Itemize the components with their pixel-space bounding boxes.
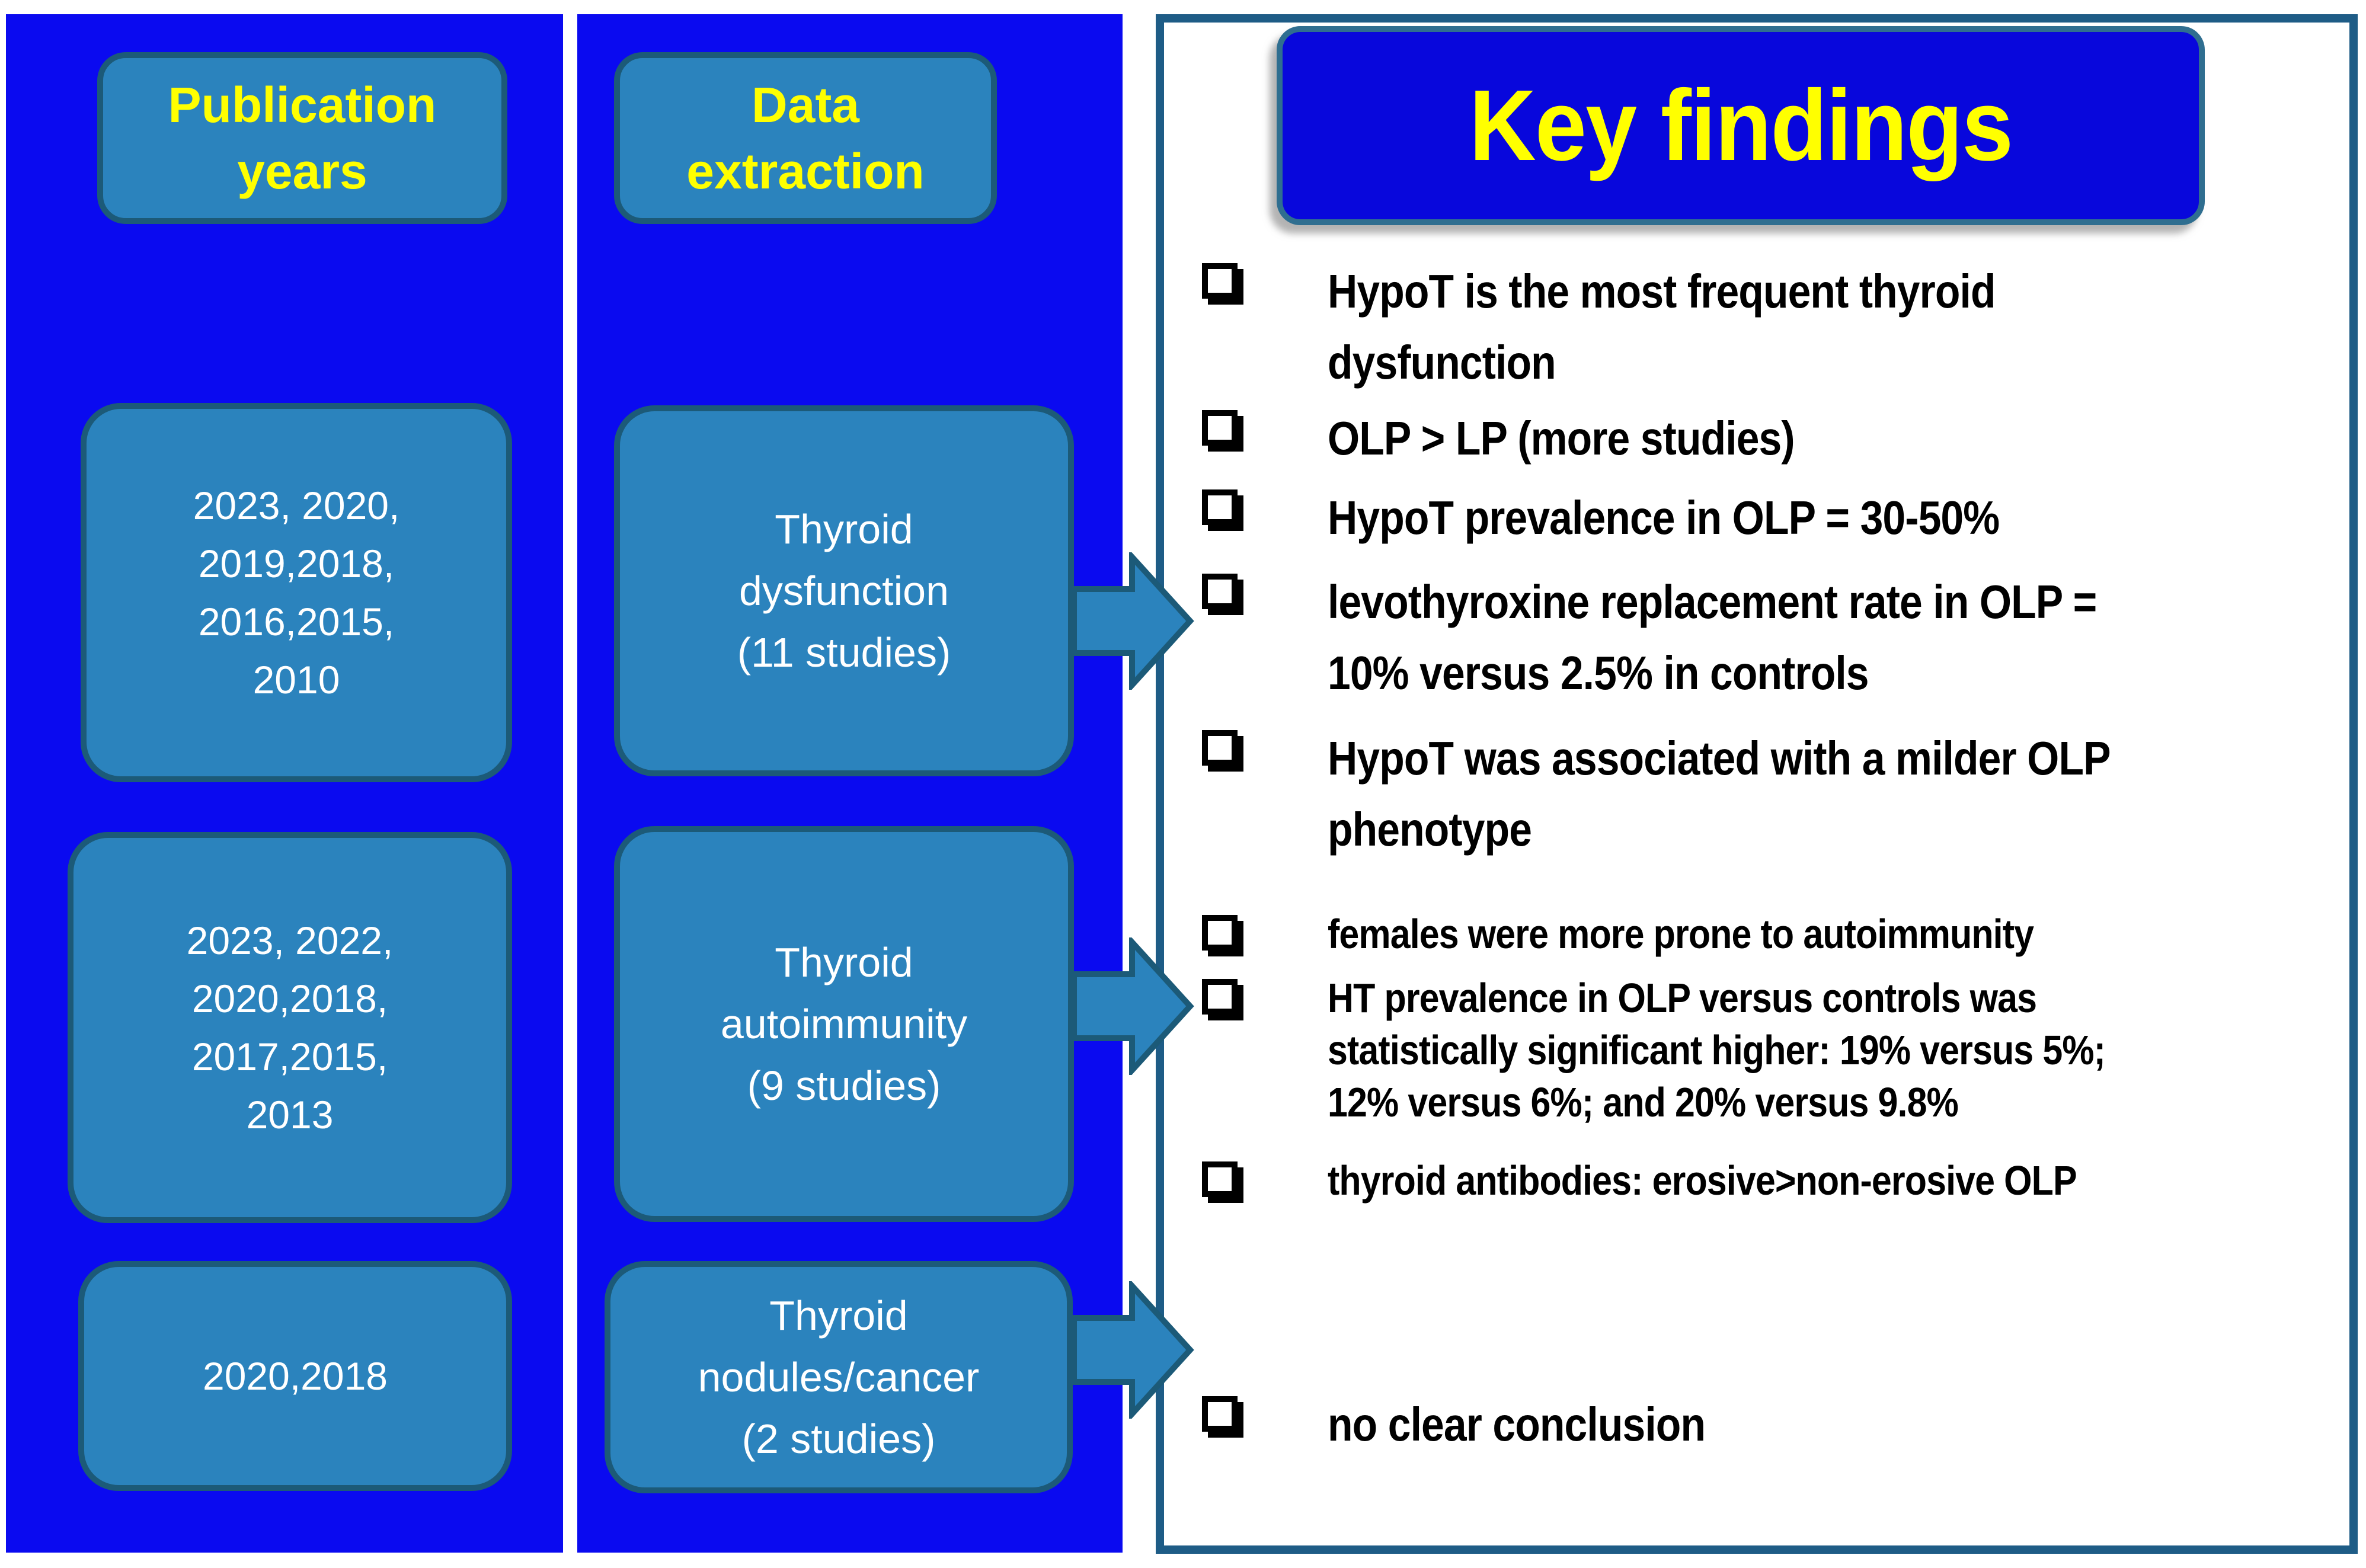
finding-item: HypoT was associated with a milder OLP p…: [1328, 732, 2111, 856]
publication-years-box-autoimmunity: 2023, 2022, 2020,2018, 2017,2015, 2013: [68, 832, 512, 1223]
finding-item: HypoT prevalence in OLP = 30-50%: [1328, 491, 2000, 544]
checkbox-bullet-icon: [1202, 489, 1238, 525]
checkbox-bullet-icon: [1202, 263, 1238, 299]
key-findings-title-box: Key findings: [1277, 26, 2205, 225]
publication-years-box-dysfunction: 2023, 2020, 2019,2018, 2016,2015, 2010: [81, 403, 512, 782]
finding-item: HypoT is the most frequent thyroid dysfu…: [1328, 265, 1996, 389]
finding-item: thyroid antibodies: erosive>non-erosive …: [1328, 1157, 2077, 1204]
right-arrow-icon: [1071, 937, 1194, 1075]
key-findings-panel: [1156, 14, 2358, 1554]
finding-item: females were more prone to autoimmunity: [1328, 911, 2034, 957]
data-extraction-box-autoimmunity: Thyroid autoimmunity (9 studies): [614, 826, 1074, 1222]
finding-item: HT prevalence in OLP versus controls was…: [1328, 975, 2106, 1125]
checkbox-bullet-icon: [1202, 1161, 1238, 1197]
publication-years-box-nodules: 2020,2018: [78, 1261, 512, 1491]
finding-item: no clear conclusion: [1328, 1398, 1706, 1451]
finding-item: OLP > LP (more studies): [1328, 412, 1795, 465]
data-extraction-header: Data extraction: [614, 52, 997, 224]
right-arrow-icon: [1071, 1281, 1194, 1419]
checkbox-bullet-icon: [1202, 1396, 1238, 1432]
checkbox-bullet-icon: [1202, 574, 1238, 609]
checkbox-bullet-icon: [1202, 979, 1238, 1015]
finding-item: levothyroxine replacement rate in OLP = …: [1328, 575, 2097, 699]
publication-years-header: Publication years: [97, 52, 507, 224]
key-findings-title: Key findings: [1469, 69, 2013, 182]
checkbox-bullet-icon: [1202, 730, 1238, 766]
right-arrow-icon: [1071, 552, 1194, 690]
checkbox-bullet-icon: [1202, 410, 1238, 446]
data-extraction-box-nodules: Thyroid nodules/cancer (2 studies): [605, 1261, 1073, 1493]
checkbox-bullet-icon: [1202, 915, 1238, 951]
data-extraction-box-dysfunction: Thyroid dysfunction (11 studies): [614, 405, 1074, 776]
